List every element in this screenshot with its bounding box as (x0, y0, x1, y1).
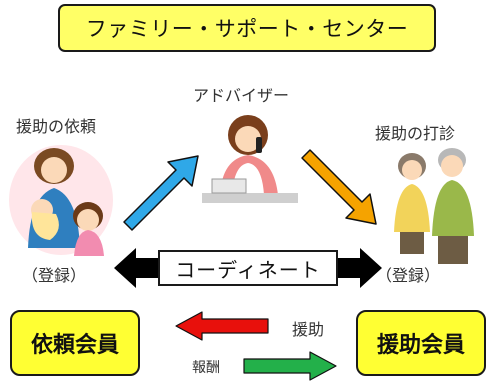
coordinate-label: コーディネート (175, 257, 321, 282)
provider-member-label: 援助会員 (376, 333, 465, 358)
advisor-label: アドバイザー (193, 86, 290, 105)
coordinate-box: コーディネート (158, 250, 338, 286)
support-arrow-icon (175, 311, 269, 341)
elderly-couple-icon (394, 148, 474, 264)
title-box: ファミリー・サポート・センター (58, 4, 436, 52)
reward-label: 報酬 (192, 360, 220, 376)
inquiry-label: 援助の打診 (375, 124, 456, 143)
inquiry-arrow-icon (301, 149, 377, 225)
support-label: 援助 (292, 320, 325, 339)
provider-member-box: 援助会員 (356, 310, 486, 376)
advisor-icon (202, 115, 298, 203)
client-member-box: 依頼会員 (10, 310, 140, 376)
register-left-label: （登録） (22, 266, 87, 285)
reward-arrow-icon (243, 351, 337, 381)
page-title: ファミリー・サポート・センター (85, 17, 409, 41)
request-label: 援助の依頼 (16, 117, 97, 136)
mother-children-icon (9, 145, 113, 256)
request-arrow-icon (123, 155, 199, 231)
client-member-label: 依頼会員 (30, 333, 119, 358)
register-right-label: （登録） (376, 266, 441, 285)
